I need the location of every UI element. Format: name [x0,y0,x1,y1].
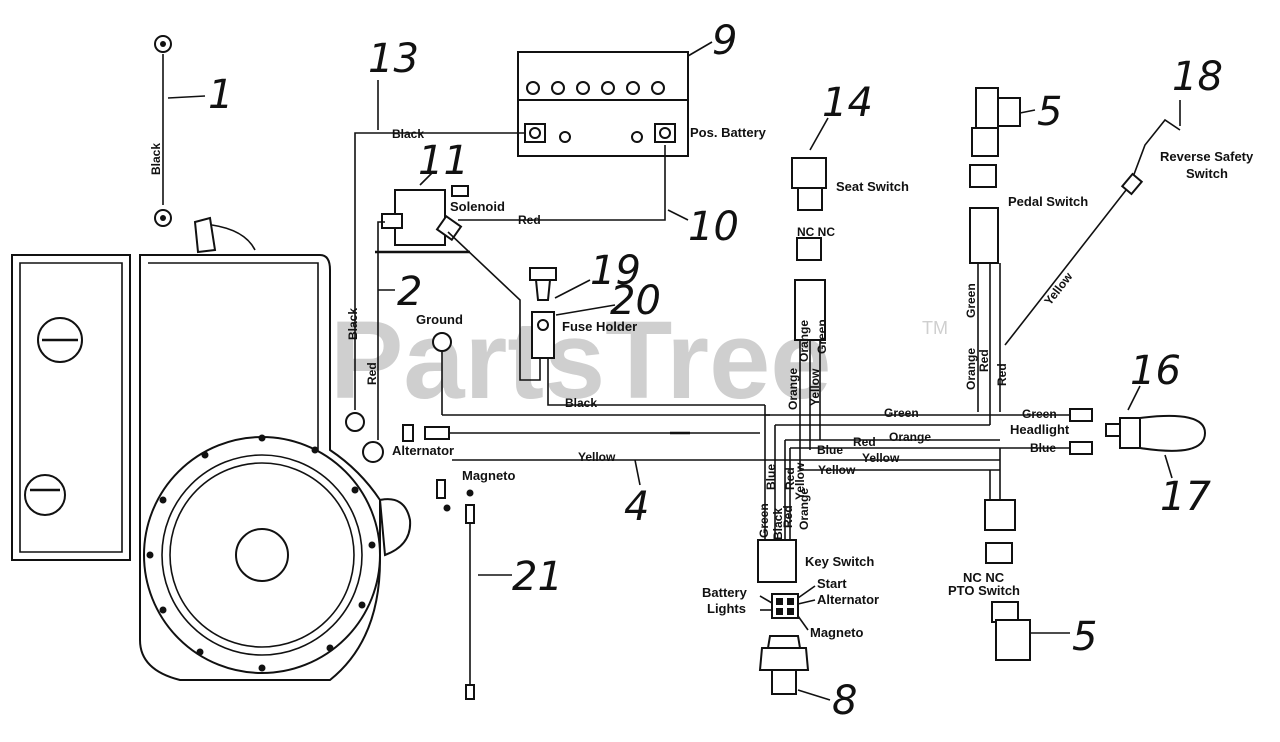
ground-cable: Black [149,35,172,227]
engine [11,216,412,681]
pto-switch: NC NC PTO Switch [948,448,1031,661]
harness-yellow-label-2: Yellow [862,451,900,465]
solenoid: Solenoid [375,185,505,254]
callout-9: 9 [712,18,737,64]
headlight-green-label: Green [1022,407,1057,421]
pto-switch-label: PTO Switch [948,583,1020,598]
callouts: 1 2 4 5 5 8 9 10 11 13 14 16 17 18 19 20 [167,18,1223,724]
key-switch-harness: Green Blue Black Red Red Yellow Orange K… [757,405,874,583]
pedal-green-label: Green [964,283,978,318]
ground-eyelet: Ground [416,312,770,416]
key-green-label: Green [757,503,771,538]
headlight: Headlight [1010,414,1207,452]
harness-red-label: Red [853,435,876,449]
callout-11: 11 [418,138,469,184]
callout-21: 21 [512,554,563,600]
starter-cable-red-label: Red [365,362,379,385]
ground-cable-black-label: Black [149,143,163,175]
seat-switch-nc-label: NC NC [797,225,835,239]
callout-8: 8 [832,678,857,724]
pressure-switch [758,635,810,695]
callout-19: 19 [590,248,641,294]
reverse-safety-label-1: Reverse Safety [1160,149,1254,164]
key-magneto-label: Magneto [810,625,864,640]
magneto-wire: Magneto [436,468,516,700]
harness-orange-label: Orange [889,430,931,444]
battery-ground-black-label: Black [392,127,424,141]
frame-ground-black-label: Black [346,308,360,340]
callout-14: 14 [822,80,873,126]
seat-yellow-label: Yellow [808,368,822,406]
pedal-red-label-1: Red [977,349,991,372]
key-lights-label: Lights [707,601,746,616]
fuse-black-wire: Black [547,358,765,410]
key-blue-label: Blue [764,464,778,490]
watermark-trademark: TM [922,318,948,338]
battery-positive-wire: Red [458,145,666,227]
battery-ground-wire: Black Black [345,127,525,432]
fuse-black-label: Black [565,396,597,410]
ground-label: Ground [416,312,463,327]
reverse-yellow-label: Yellow [1041,269,1075,308]
battery: Pos. Battery [517,51,767,157]
pedal-red-label-2: Red [995,363,1009,386]
reverse-safety-label-2: Switch [1186,166,1228,181]
callout-2: 2 [397,269,422,315]
reverse-safety-switch: Yellow Reverse Safety Switch [1004,118,1254,346]
harness-blue-label: Blue [817,443,843,457]
fuse-holder: Fuse Holder [447,231,637,381]
key-orange-label: Orange [797,488,811,530]
alternator-connector: Alternator [392,424,760,458]
pedal-orange-label: Orange [964,348,978,390]
key-switch-label: Key Switch [805,554,874,569]
seat-green-label: Green [815,319,829,354]
starter-cable: Red [362,221,385,463]
callout-18: 18 [1172,54,1223,100]
harness-yellow-label-3: Yellow [818,463,856,477]
headlight-blue-label: Blue [1030,441,1056,455]
key-yellow-label: Yellow [793,462,807,500]
pos-battery-label: Pos. Battery [690,125,767,140]
callout-13: 13 [368,36,419,82]
callout-1: 1 [208,72,233,118]
pto-nc-label: NC NC [963,570,1005,585]
key-alternator-label: Alternator [817,592,879,607]
pedal-harness: Green Orange Red Red [964,207,1009,425]
seat-orange-label-2: Orange [797,320,811,362]
alternator-label: Alternator [392,443,454,458]
key-start-label: Start [817,576,847,591]
fuse-holder-label: Fuse Holder [562,319,637,334]
seat-harness: Orange Orange Yellow Green [786,279,829,470]
seat-orange-label-1: Orange [786,368,800,410]
harness-green-label: Green [884,406,919,420]
yellow-harness-wire: Yellow [452,450,1000,464]
pedal-switch: Pedal Switch [969,87,1088,209]
pedal-switch-label: Pedal Switch [1008,194,1088,209]
callout-16: 16 [1130,348,1181,394]
callout-4: 4 [624,484,649,530]
battery-positive-red-label: Red [518,213,541,227]
key-red-label-2: Red [783,467,797,490]
watermark: PartsTree [330,299,831,422]
callout-10: 10 [688,204,739,250]
callout-17: 17 [1160,474,1211,520]
solenoid-label: Solenoid [450,199,505,214]
magneto-label: Magneto [462,468,516,483]
callout-5-bottom: 5 [1072,614,1097,660]
key-red-label-1: Red [781,505,795,528]
callout-5-top: 5 [1037,89,1062,135]
harness-yellow-label: Yellow [578,450,616,464]
main-harness: Green Orange Red Blue Yellow Yellow Gree… [765,406,1093,477]
key-battery-label: Battery [702,585,748,600]
key-black-label: Black [771,508,785,540]
seat-switch: NC NC Seat Switch [791,157,909,261]
headlight-label: Headlight [1010,422,1070,437]
seat-switch-label: Seat Switch [836,179,909,194]
callout-20: 20 [610,278,661,324]
key-switch-connector: Start Alternator Battery Lights Magneto [702,576,879,640]
